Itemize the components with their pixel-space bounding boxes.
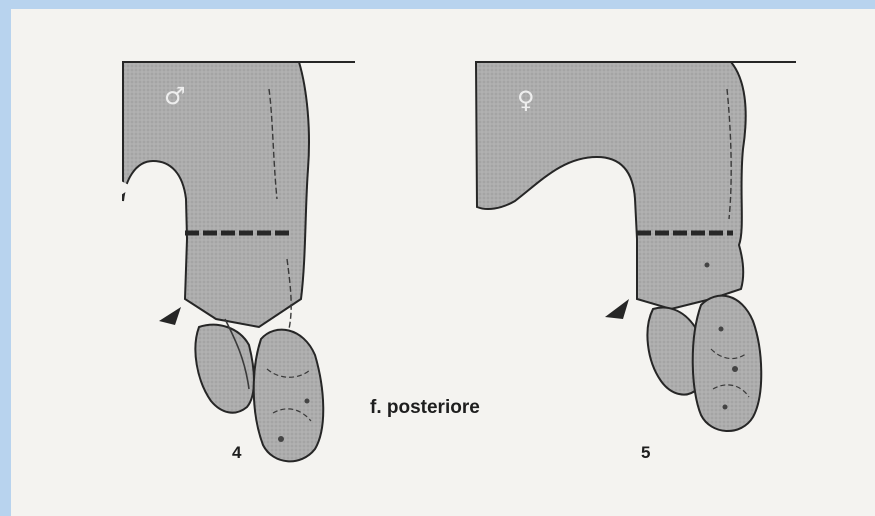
panel-4-bone-drawing <box>121 62 355 461</box>
bone-illustrations <box>11 9 875 516</box>
figure-caption: f. posteriore <box>370 397 480 419</box>
male-symbol-icon: ♂ <box>164 84 186 108</box>
female-symbol-icon: ♀ <box>517 88 535 112</box>
scanned-figure-page: ♂ ♀ f. posteriore 4 5 <box>11 9 875 516</box>
arrowhead-marker-4 <box>159 307 181 325</box>
panel-5-bone-drawing <box>476 62 796 431</box>
arrowhead-marker-5 <box>605 299 629 319</box>
panel-number-4: 4 <box>232 443 241 463</box>
panel-number-5: 5 <box>641 443 650 463</box>
